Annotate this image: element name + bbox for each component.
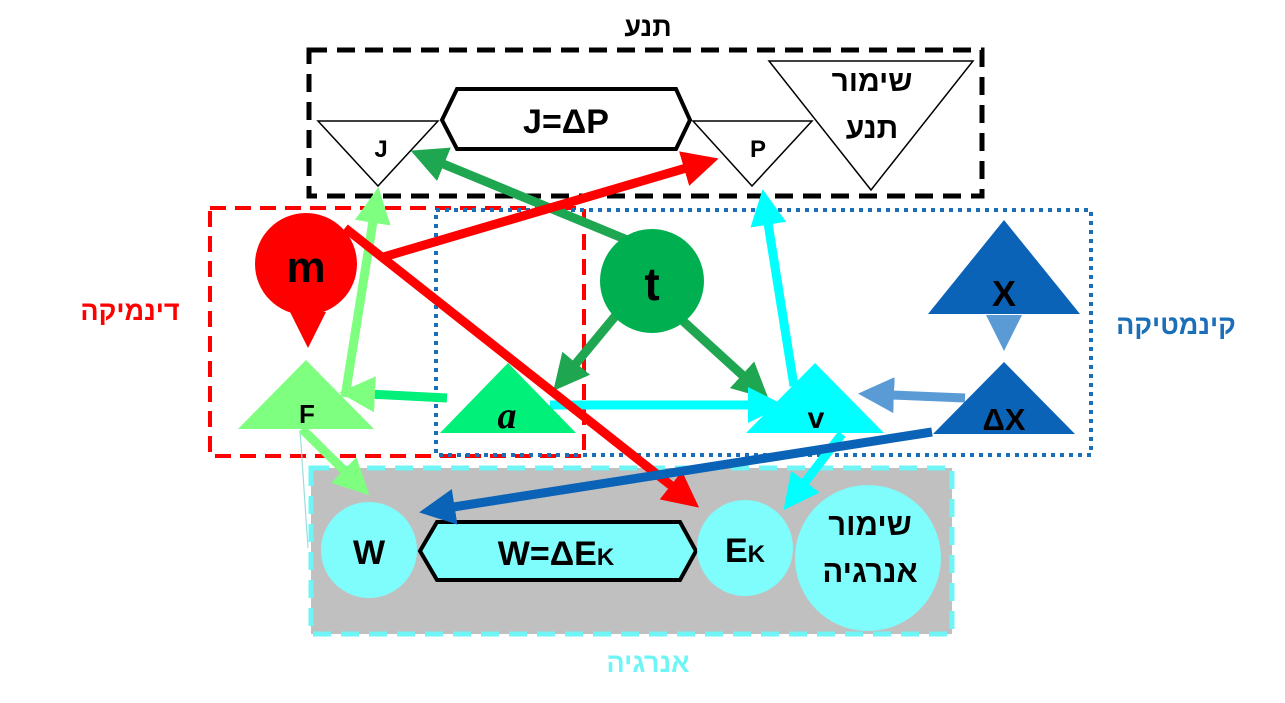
arrow-dX-to-v: [858, 377, 966, 414]
energy-group-label: אנרגיה: [606, 648, 689, 678]
arrow-m-to-P: [378, 151, 719, 263]
kinetic-energy-main: E: [725, 532, 748, 570]
position-node-X: [928, 220, 1080, 314]
arrow-t-to-a: [553, 311, 621, 391]
velocity-node-v-label: v: [808, 402, 825, 435]
arrow-dX-to-W: [419, 427, 933, 525]
kinetic-energy-subscript: K: [748, 541, 766, 568]
work-energy-theorem-label: W=ΔEK: [498, 535, 615, 573]
arrow-t-to-v: [679, 317, 769, 400]
relation-arrows: [290, 147, 1022, 525]
position-node-X-label: X: [992, 273, 1016, 314]
momentum-conservation: [767, 60, 975, 192]
energy-region-border: [308, 465, 955, 637]
force-node-F: [238, 360, 374, 429]
time-node-t-label: t: [644, 258, 659, 310]
work-energy-theorem-main: W=ΔE: [498, 535, 597, 573]
energy-shapes: W W=ΔEK EK שימור אנרגיה: [321, 485, 941, 631]
dynamics-group-label: דינמיקה: [80, 296, 179, 326]
acceleration-node-a-label: a: [498, 395, 517, 437]
arrow-v-to-P: [750, 189, 799, 387]
momentum-node-P: [691, 120, 814, 188]
energy-conservation: [795, 485, 941, 631]
kinematics-group-label: קינמטיקה: [1116, 310, 1236, 340]
mass-node-m: [255, 213, 357, 315]
displacement-node-dX: [933, 362, 1075, 434]
concept-nodes: m t F a v X ΔX: [238, 213, 1080, 437]
impulse-momentum-theorem: [439, 87, 693, 151]
momentum-shapes: J J=ΔP P שימור תנע: [316, 60, 975, 192]
work-energy-theorem-subscript: K: [597, 544, 615, 571]
momentum-node-P-label: P: [750, 136, 766, 163]
displacement-node-dX-label: ΔX: [983, 402, 1026, 437]
force-thin-connector: [299, 429, 309, 549]
dynamics-region: דינמיקה: [80, 206, 586, 458]
momentum-group-label: תנע: [624, 12, 671, 42]
arrow-a-to-F: [339, 376, 448, 413]
impulse-node-J: [316, 120, 440, 188]
velocity-node-v: [746, 363, 884, 433]
arrow-t-to-J: [410, 147, 639, 249]
kinetic-energy-node-label: EK: [725, 532, 766, 570]
time-node-t: [600, 229, 704, 333]
work-node-W-label: W: [353, 534, 386, 572]
work-node-W: [321, 502, 417, 598]
momentum-conservation-line2: תנע: [846, 112, 898, 145]
impulse-node-J-label: J: [374, 136, 387, 163]
acceleration-node-a: [440, 363, 576, 433]
kinetic-energy-node: [697, 500, 793, 596]
force-node-F-label: F: [299, 399, 315, 429]
dynamics-region-border: [208, 206, 586, 458]
mass-node-m-label: m: [286, 243, 325, 292]
energy-conservation-line2: אנרגיה: [822, 554, 917, 589]
impulse-momentum-theorem-label: J=ΔP: [523, 103, 609, 141]
energy-conservation-line1: שימור: [828, 507, 911, 542]
arrow-m-to-Ek: [342, 224, 700, 508]
arrow-F-to-W: [298, 425, 370, 496]
momentum-region-border: [306, 47, 985, 199]
momentum-conservation-line1: שימור: [832, 65, 913, 98]
arrow-F-to-J: [340, 187, 391, 398]
momentum-region: תנע: [306, 12, 985, 199]
